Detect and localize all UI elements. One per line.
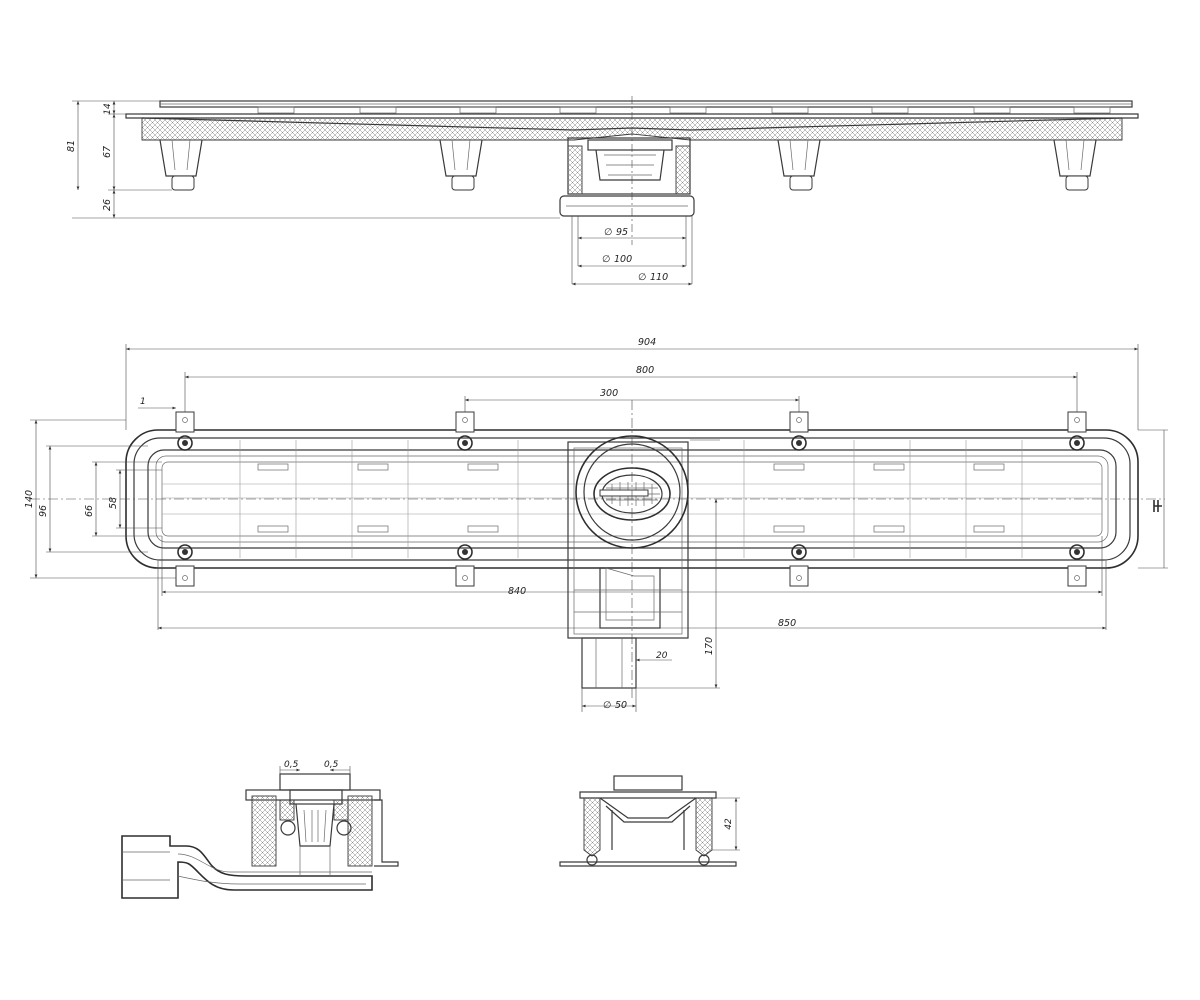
dim-diameter-95: 95	[616, 227, 628, 238]
dim-diameter-100: 100	[614, 254, 632, 265]
dim-840: 840	[508, 586, 526, 597]
side-view: 81 14 67 26 ∅ 95 ∅ 100 ∅ 110	[66, 96, 1139, 286]
side-view-diameter-dims: ∅ 95 ∅ 100 ∅ 110	[571, 216, 693, 286]
mounting-tabs	[175, 411, 1087, 587]
siphon-plan	[567, 435, 689, 689]
section-a: 0,5 0,5	[121, 760, 399, 899]
diameter-symbol-50: ∅	[603, 700, 611, 711]
support-leg-4	[1053, 139, 1097, 191]
dim-66: 66	[84, 505, 95, 517]
plan-vertical-dims: 140 96 66 58 170	[24, 419, 1168, 689]
adjustment-screws	[177, 435, 1085, 560]
dim-0-5-left: 0,5	[284, 760, 299, 770]
dim-diameter-110: 110	[650, 272, 668, 283]
dim-diameter-50: 50	[615, 700, 627, 711]
plan-horizontal-dims: 904 800 300 1 840 850 20 ∅	[125, 337, 1139, 712]
grate-slots	[257, 106, 1111, 114]
support-leg-1	[159, 139, 203, 191]
section-b: 42	[559, 775, 740, 867]
diameter-symbol-95: ∅	[604, 227, 612, 238]
channel-flange	[125, 113, 1139, 119]
dim-1: 1	[140, 397, 146, 407]
dim-20: 20	[656, 651, 668, 661]
grate-slots-plan	[257, 463, 1005, 533]
dim-26: 26	[102, 199, 113, 211]
dim-170: 170	[704, 637, 715, 655]
plan-view: 904 800 300 1 840 850 20 ∅	[24, 337, 1168, 712]
support-leg-2	[439, 139, 483, 191]
dim-42: 42	[724, 818, 734, 830]
dim-58: 58	[108, 497, 119, 509]
support-leg-3	[777, 139, 821, 191]
diameter-symbol-100: ∅	[602, 254, 610, 265]
dim-0-5-right: 0,5	[324, 760, 339, 770]
dim-67: 67	[102, 146, 113, 158]
dim-800: 800	[636, 365, 654, 376]
dim-850: 850	[778, 618, 796, 629]
dim-300: 300	[600, 388, 618, 399]
dim-14: 14	[103, 103, 113, 115]
dim-904: 904	[638, 337, 656, 348]
dim-81: 81	[66, 140, 77, 152]
side-view-vertical-dims: 81 14 67 26	[66, 100, 560, 219]
dim-140: 140	[24, 490, 35, 508]
dim-96: 96	[38, 505, 49, 517]
siphon-body	[559, 137, 695, 217]
diameter-symbol-110: ∅	[638, 272, 646, 283]
